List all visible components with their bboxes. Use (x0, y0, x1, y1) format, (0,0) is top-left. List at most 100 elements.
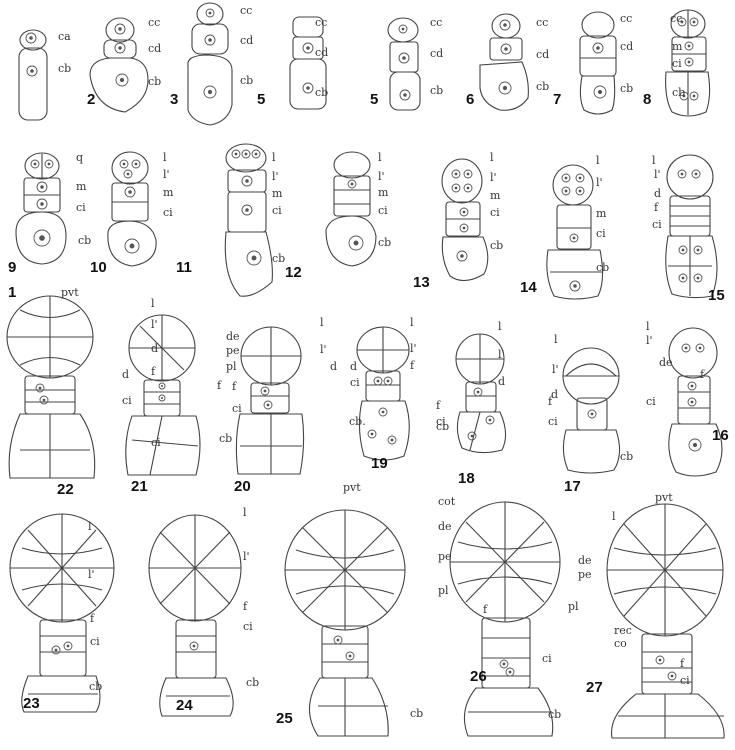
nucleolus (463, 227, 466, 230)
cell-label: m (163, 186, 174, 199)
figure-6: 7cccdcb (553, 12, 633, 108)
figure-number: 19 (371, 455, 388, 472)
cell-label: cb (410, 707, 423, 720)
cell-label: rec (614, 624, 632, 637)
figure-number: 27 (586, 679, 603, 696)
nucleolus (354, 241, 359, 246)
nucleolus (123, 163, 126, 166)
nucleolus (659, 659, 662, 662)
cell-label: cd (315, 46, 328, 59)
cell-label: cb. (349, 415, 366, 428)
cell-label: ci (378, 204, 388, 217)
cell-outline (667, 155, 713, 199)
nucleolus (460, 254, 464, 258)
nucleolus (264, 390, 267, 393)
figure-number: 7 (553, 91, 561, 108)
nucleolus (693, 21, 696, 24)
figure-number: 11 (176, 259, 192, 276)
cell-label: l' (272, 170, 279, 183)
nucleolus (337, 639, 340, 642)
nucleolus (127, 173, 130, 176)
nucleolus (598, 90, 602, 94)
cell-label: l (554, 333, 558, 346)
figure-12: 13ll'mcicb (413, 151, 503, 291)
nucleolus (161, 385, 163, 387)
nucleolus (504, 47, 508, 51)
embryo (388, 18, 420, 110)
cell-label: cb (620, 450, 633, 463)
embryo (285, 510, 405, 736)
nucleolus (596, 46, 600, 50)
cell-label: cd (240, 34, 253, 47)
cell-label: ci (350, 376, 360, 389)
cell-outline (553, 165, 593, 205)
embryo (126, 315, 200, 475)
nucleolus (688, 61, 691, 64)
figure-number: 3 (170, 91, 178, 108)
embryo (90, 18, 148, 112)
nucleolus (693, 95, 696, 98)
cell-outline (228, 192, 266, 232)
embryo (480, 14, 528, 110)
cell-label: l (88, 520, 92, 533)
cell-label: pe (578, 568, 592, 581)
embryo (580, 12, 616, 114)
figure-number: 15 (708, 287, 725, 304)
cell-label: de (659, 356, 673, 369)
nucleolus (693, 443, 697, 447)
cell-label: m (596, 207, 607, 220)
nucleolus (573, 284, 577, 288)
nucleolus (565, 177, 568, 180)
cell-label: m (76, 180, 87, 193)
figure-5: 6cccdcb (466, 16, 549, 108)
cell-label: cc (148, 16, 160, 29)
cell-outline (290, 59, 326, 109)
cell-label: cd (620, 40, 633, 53)
cell-label: f (90, 612, 95, 625)
nucleolus (503, 23, 507, 27)
cell-label: f (151, 365, 156, 378)
nucleolus (29, 36, 33, 40)
cell-label: ci (596, 227, 606, 240)
nucleolus (699, 347, 702, 350)
cell-label: cb (548, 708, 561, 721)
cell-label: co (614, 637, 627, 650)
cell-outline (334, 152, 370, 178)
nucleolus (467, 173, 470, 176)
cell-label: ci (243, 620, 253, 633)
cell-label: ci (163, 206, 173, 219)
cell-label: cb (430, 84, 443, 97)
cell-label: cb (219, 432, 232, 445)
nucleolus (43, 399, 46, 402)
nucleolus (118, 27, 122, 31)
cell-label: ci (272, 204, 282, 217)
nucleolus (208, 90, 212, 94)
nucleolus (387, 380, 390, 383)
cell-label: ci (232, 402, 242, 415)
cell-label: l' (498, 348, 505, 361)
cell-label: de (438, 520, 452, 533)
cell-label: f (217, 379, 222, 392)
cell-outline (112, 152, 148, 184)
cell-label: l (646, 320, 650, 333)
cell-outline (582, 12, 614, 38)
cell-label: m (490, 189, 501, 202)
nucleolus (503, 86, 507, 90)
cell-label: ci (490, 206, 500, 219)
cell-label: ci (548, 415, 558, 428)
nucleolus (39, 235, 45, 241)
cell-label: ci (90, 635, 100, 648)
cell-outline (580, 36, 616, 76)
nucleolus (579, 190, 582, 193)
embryo (666, 155, 717, 298)
cell-label: ci (652, 218, 662, 231)
cell-label: cd (148, 42, 161, 55)
cell-label: cb (315, 86, 328, 99)
figure-number: 16 (712, 427, 729, 444)
figure-number: 23 (23, 695, 40, 712)
cell-label: ci (122, 394, 132, 407)
cell-label: l (163, 151, 167, 164)
